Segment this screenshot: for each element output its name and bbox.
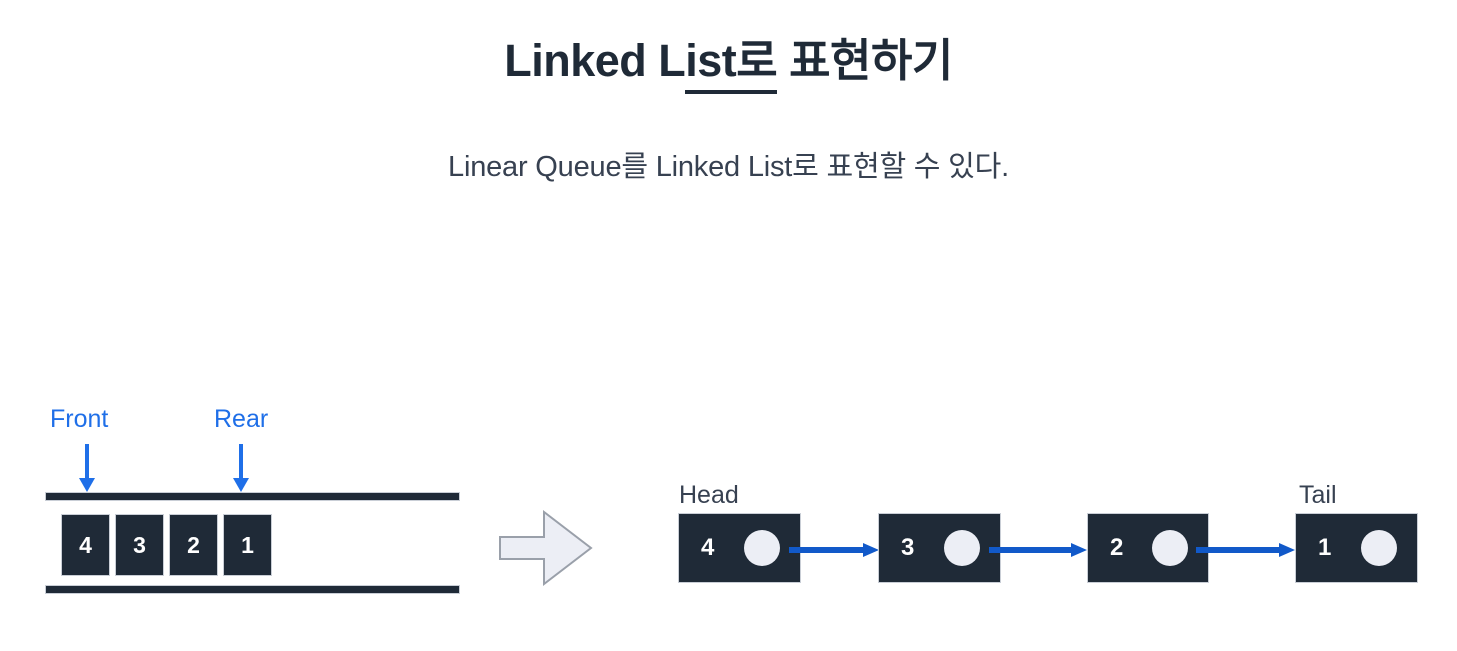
page-title-underlined-part: ist로	[685, 35, 778, 94]
link-arrow-shaft	[789, 547, 863, 553]
linear-queue-diagram: Front Rear 4 3 2 1	[0, 0, 480, 651]
front-arrow-shaft	[85, 444, 89, 482]
link-arrow-right-icon	[1196, 543, 1295, 557]
node-value: 2	[1110, 534, 1124, 561]
linked-list-node: 1	[1295, 513, 1418, 583]
rear-arrow-down-icon	[232, 444, 250, 494]
tail-label: Tail	[1299, 481, 1337, 509]
page-subtitle: Linear Queue를 Linked List로 표현할 수 있다.	[448, 151, 1009, 183]
link-arrow-shaft	[1196, 547, 1279, 553]
link-arrow-head	[1279, 543, 1295, 557]
page-title: Linked List로 표현하기	[0, 24, 1457, 94]
node-value: 3	[901, 534, 915, 561]
queue-cell-list: 4 3 2 1	[61, 514, 272, 576]
pointer-circle-icon	[1152, 530, 1188, 566]
front-arrow-head	[79, 478, 95, 492]
front-arrow-down-icon	[78, 444, 96, 494]
linked-list-node: 2	[1087, 513, 1209, 583]
block-arrow-right-icon	[498, 509, 593, 587]
queue-cell: 4	[61, 514, 110, 576]
pointer-circle-icon	[944, 530, 980, 566]
link-arrow-shaft	[989, 547, 1071, 553]
rear-arrow-head	[233, 478, 249, 492]
queue-rail-top	[45, 492, 460, 501]
page-title-prefix: Linked L	[504, 35, 686, 86]
node-value: 4	[701, 534, 715, 561]
pointer-circle-icon	[1361, 530, 1397, 566]
linked-list-node: 4	[678, 513, 801, 583]
node-value: 1	[1318, 534, 1332, 561]
queue-cell: 1	[223, 514, 272, 576]
queue-cell: 3	[115, 514, 164, 576]
link-arrow-right-icon	[789, 543, 879, 557]
rear-pointer-label: Rear	[214, 405, 269, 433]
rear-arrow-shaft	[239, 444, 243, 482]
front-pointer-label: Front	[50, 405, 109, 433]
page-title-suffix: 표현하기	[777, 35, 953, 86]
link-arrow-right-icon	[989, 543, 1087, 557]
queue-rail-bottom	[45, 585, 460, 594]
linked-list-node: 3	[878, 513, 1001, 583]
head-label: Head	[679, 481, 739, 509]
pointer-circle-icon	[744, 530, 780, 566]
queue-cell: 2	[169, 514, 218, 576]
link-arrow-head	[863, 543, 879, 557]
link-arrow-head	[1071, 543, 1087, 557]
